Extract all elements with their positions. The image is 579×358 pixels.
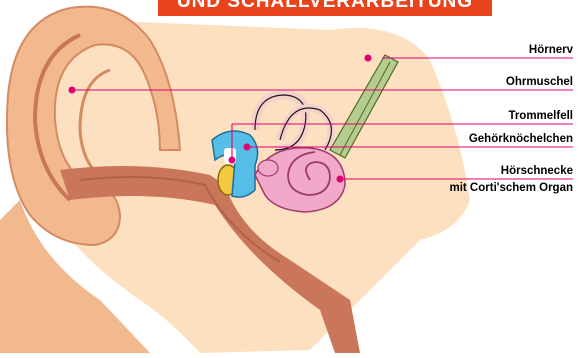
label-hoernerv: Hörnerv	[529, 44, 573, 57]
dot-hoerschnecke	[337, 176, 344, 183]
label-corti: mit Corti'schem Organ	[449, 182, 573, 195]
dot-hoernerv	[365, 55, 372, 62]
dot-trommelfell	[229, 157, 236, 164]
dot-ohrmuschel	[69, 87, 76, 94]
label-trommelfell: Trommelfell	[508, 110, 573, 123]
title-banner: UND SCHALLVERARBEITUNG	[158, 0, 492, 16]
label-hoerschnecke: Hörschnecke	[501, 165, 573, 178]
dot-gehoerknoechelchen	[244, 144, 251, 151]
label-gehoerknoechelchen: Gehörknöchelchen	[469, 133, 573, 146]
vestibule	[258, 160, 278, 176]
label-ohrmuschel: Ohrmuschel	[506, 76, 573, 89]
